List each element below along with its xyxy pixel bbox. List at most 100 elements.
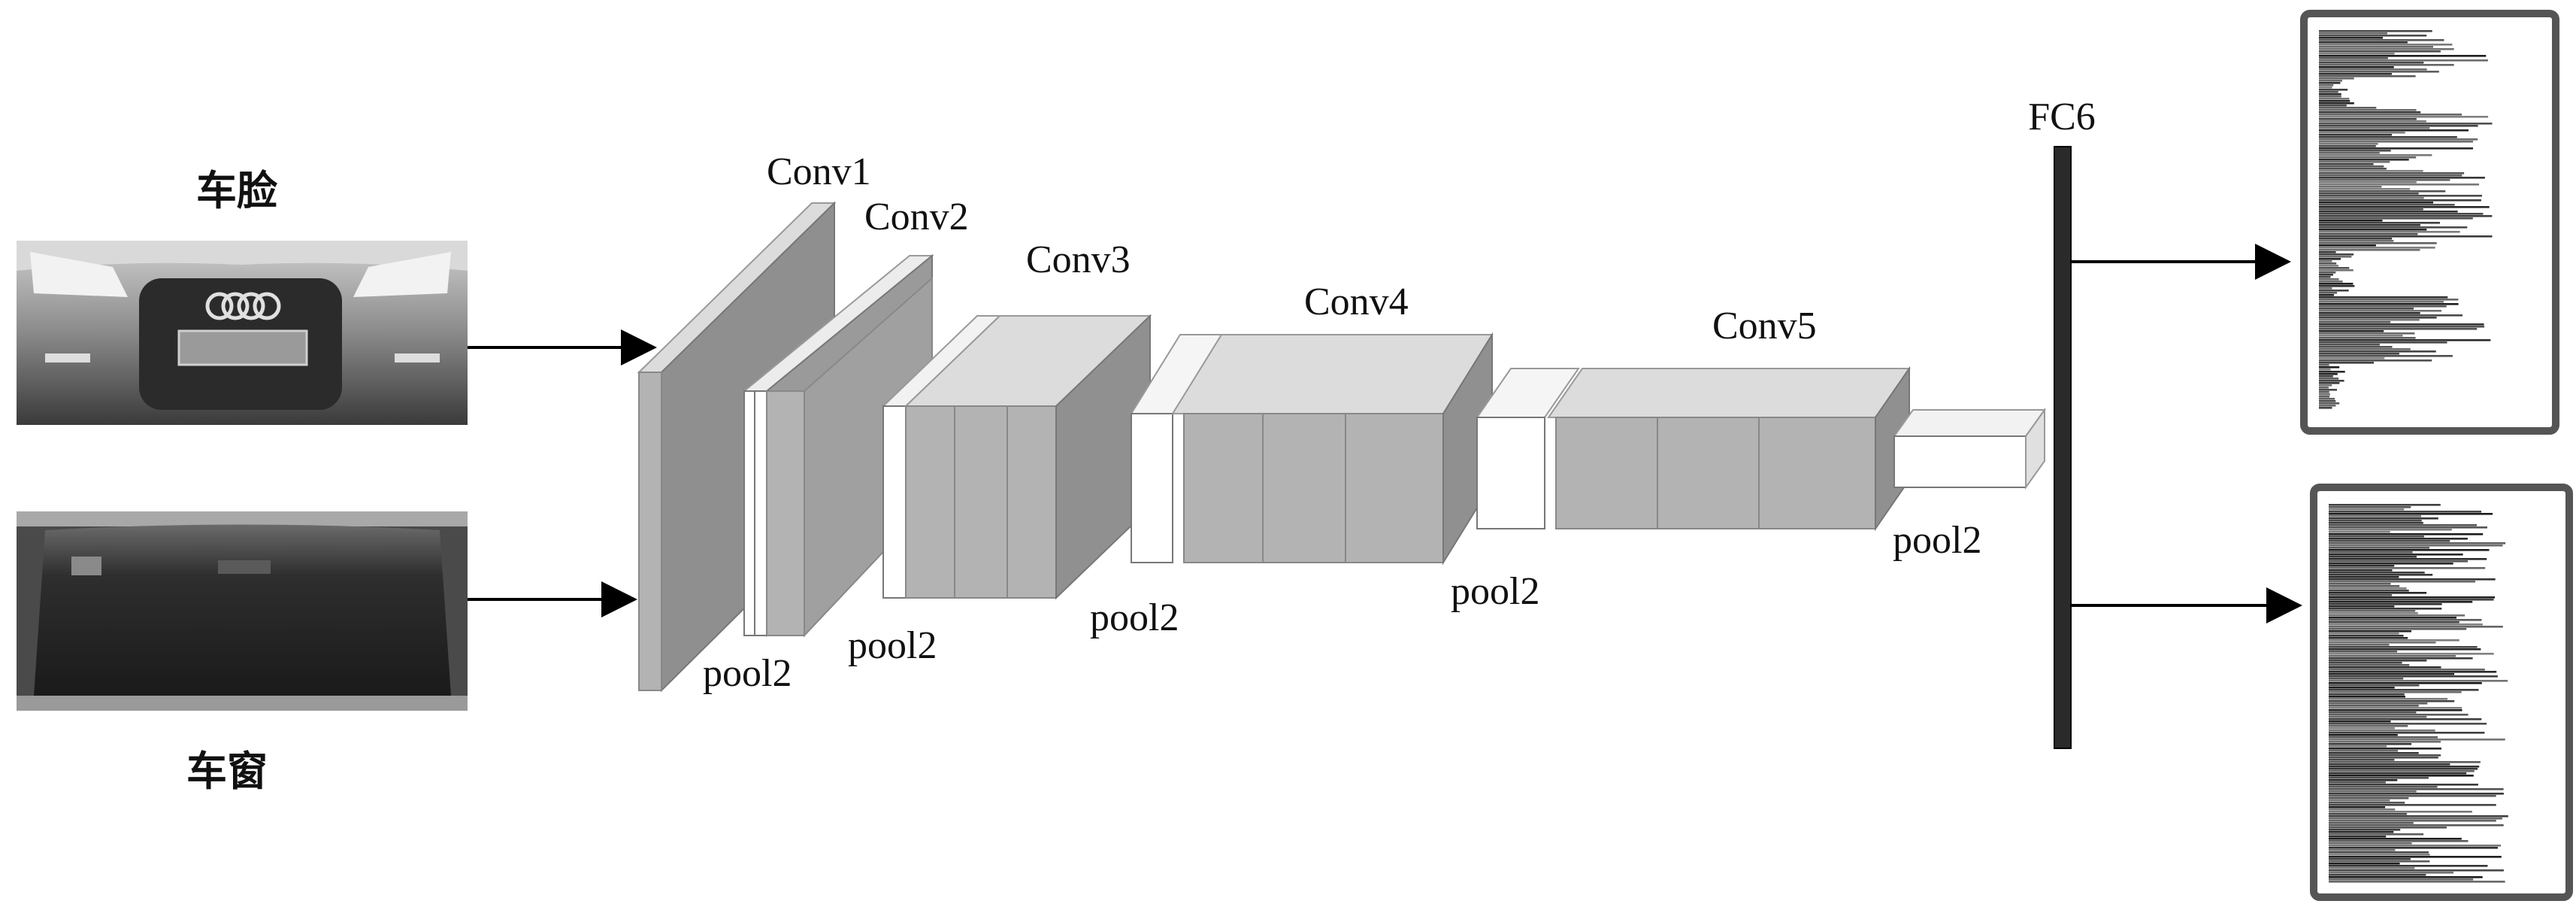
feature-streak	[2319, 276, 2331, 278]
feature-streak	[2319, 330, 2384, 332]
feature-streak	[2319, 181, 2417, 184]
feature-streak	[2319, 326, 2484, 328]
feature-streak	[2329, 590, 2409, 592]
feature-streak	[2319, 202, 2434, 204]
feature-streak	[2319, 35, 2427, 37]
feature-streak	[2319, 247, 2435, 249]
feature-streak	[2329, 594, 2392, 596]
feature-streak	[2329, 779, 2398, 781]
feature-streak	[2319, 143, 2378, 145]
feature-streak	[2319, 53, 2395, 55]
feature-streak	[2329, 763, 2450, 766]
feature-streak	[2319, 91, 2338, 93]
feature-streak	[2319, 75, 2416, 77]
feature-streak	[2329, 748, 2441, 750]
feature-streak	[2329, 515, 2421, 517]
feature-streak	[2319, 123, 2493, 125]
feature-streak	[2319, 152, 2380, 154]
feature-streak	[2329, 788, 2504, 790]
feature-streak	[2319, 39, 2444, 41]
feature-streak	[2329, 614, 2466, 617]
feature-streak	[2329, 725, 2408, 727]
feature-streak	[2329, 705, 2419, 707]
feature-streak	[2329, 707, 2462, 709]
feature-streak	[2319, 41, 2408, 44]
feature-streak	[2319, 193, 2419, 195]
feature-streak	[2329, 858, 2411, 860]
feature-streak	[2329, 840, 2469, 842]
feature-streak	[2319, 249, 2420, 251]
feature-streak	[2329, 583, 2391, 585]
feature-streak	[2329, 820, 2496, 822]
feature-streak	[2329, 630, 2411, 632]
feature-streak	[2319, 402, 2340, 405]
feature-streak	[2329, 506, 2411, 508]
feature-streak	[2319, 393, 2330, 396]
feature-streak	[2319, 312, 2420, 314]
conv3-label: Conv3	[1026, 238, 1131, 281]
feature-streak	[2319, 215, 2493, 217]
feature-streak	[2329, 804, 2496, 806]
feature-streak	[2319, 285, 2355, 287]
feature-streak	[2329, 745, 2387, 748]
feature-streak	[2319, 177, 2485, 179]
feature-streak	[2329, 799, 2390, 802]
feature-streak	[2329, 581, 2475, 583]
feature-streak	[2329, 642, 2436, 644]
feature-streak	[2329, 881, 2505, 883]
feature-streak	[2329, 741, 2441, 743]
feature-streak	[2329, 790, 2417, 793]
feature-streak	[2319, 109, 2417, 111]
feature-streak	[2319, 242, 2437, 244]
feature-streak	[2329, 702, 2428, 705]
feature-streak	[2319, 373, 2338, 375]
feature-streak	[2329, 847, 2498, 849]
feature-streak	[2319, 55, 2487, 57]
feature-streak	[2329, 781, 2386, 784]
feature-streak	[2329, 628, 2467, 630]
feature-streak	[2329, 547, 2429, 549]
feature-streak	[2319, 86, 2332, 89]
feature-streak	[2319, 138, 2478, 141]
feature-streak	[2329, 655, 2456, 657]
feature-streak	[2319, 267, 2350, 269]
feature-streak	[2329, 838, 2462, 840]
feature-streak	[2319, 68, 2427, 71]
feature-streak	[2329, 827, 2447, 829]
feature-streak	[2319, 339, 2491, 341]
feature-streak	[2329, 716, 2427, 718]
feature-streak	[2329, 508, 2405, 511]
feature-streak	[2319, 396, 2330, 398]
feature-streak	[2329, 605, 2395, 608]
feature-streak	[2329, 608, 2442, 610]
feature-streak	[2329, 770, 2475, 772]
feature-streak	[2329, 664, 2410, 666]
feature-streak	[2329, 540, 2450, 542]
feature-streak	[2329, 567, 2486, 569]
feature-streak	[2319, 332, 2415, 335]
feature-streak	[2319, 323, 2484, 326]
feature-streak	[2329, 682, 2482, 684]
feature-streak	[2319, 114, 2462, 116]
feature-streak	[2319, 32, 2387, 35]
feature-streak	[2319, 156, 2417, 159]
feature-streak	[2319, 269, 2354, 271]
feature-streak	[2329, 714, 2469, 716]
feature-streak	[2319, 240, 2394, 242]
feature-streak	[2319, 105, 2347, 107]
feature-streak	[2319, 208, 2423, 211]
feature-streak	[2329, 836, 2387, 838]
feature-streak	[2329, 698, 2448, 700]
feature-streak	[2319, 317, 2437, 319]
feature-streak	[2329, 660, 2427, 662]
feature-streak	[2319, 127, 2430, 129]
feature-streak	[2329, 526, 2487, 529]
feature-streak	[2329, 867, 2415, 869]
feature-streak	[2329, 635, 2404, 637]
feature-streak	[2329, 736, 2438, 739]
feature-streak	[2319, 111, 2421, 114]
feature-streak	[2329, 806, 2386, 808]
pool-label-c: pool2	[1090, 596, 1179, 639]
feature-streak	[2319, 213, 2484, 215]
